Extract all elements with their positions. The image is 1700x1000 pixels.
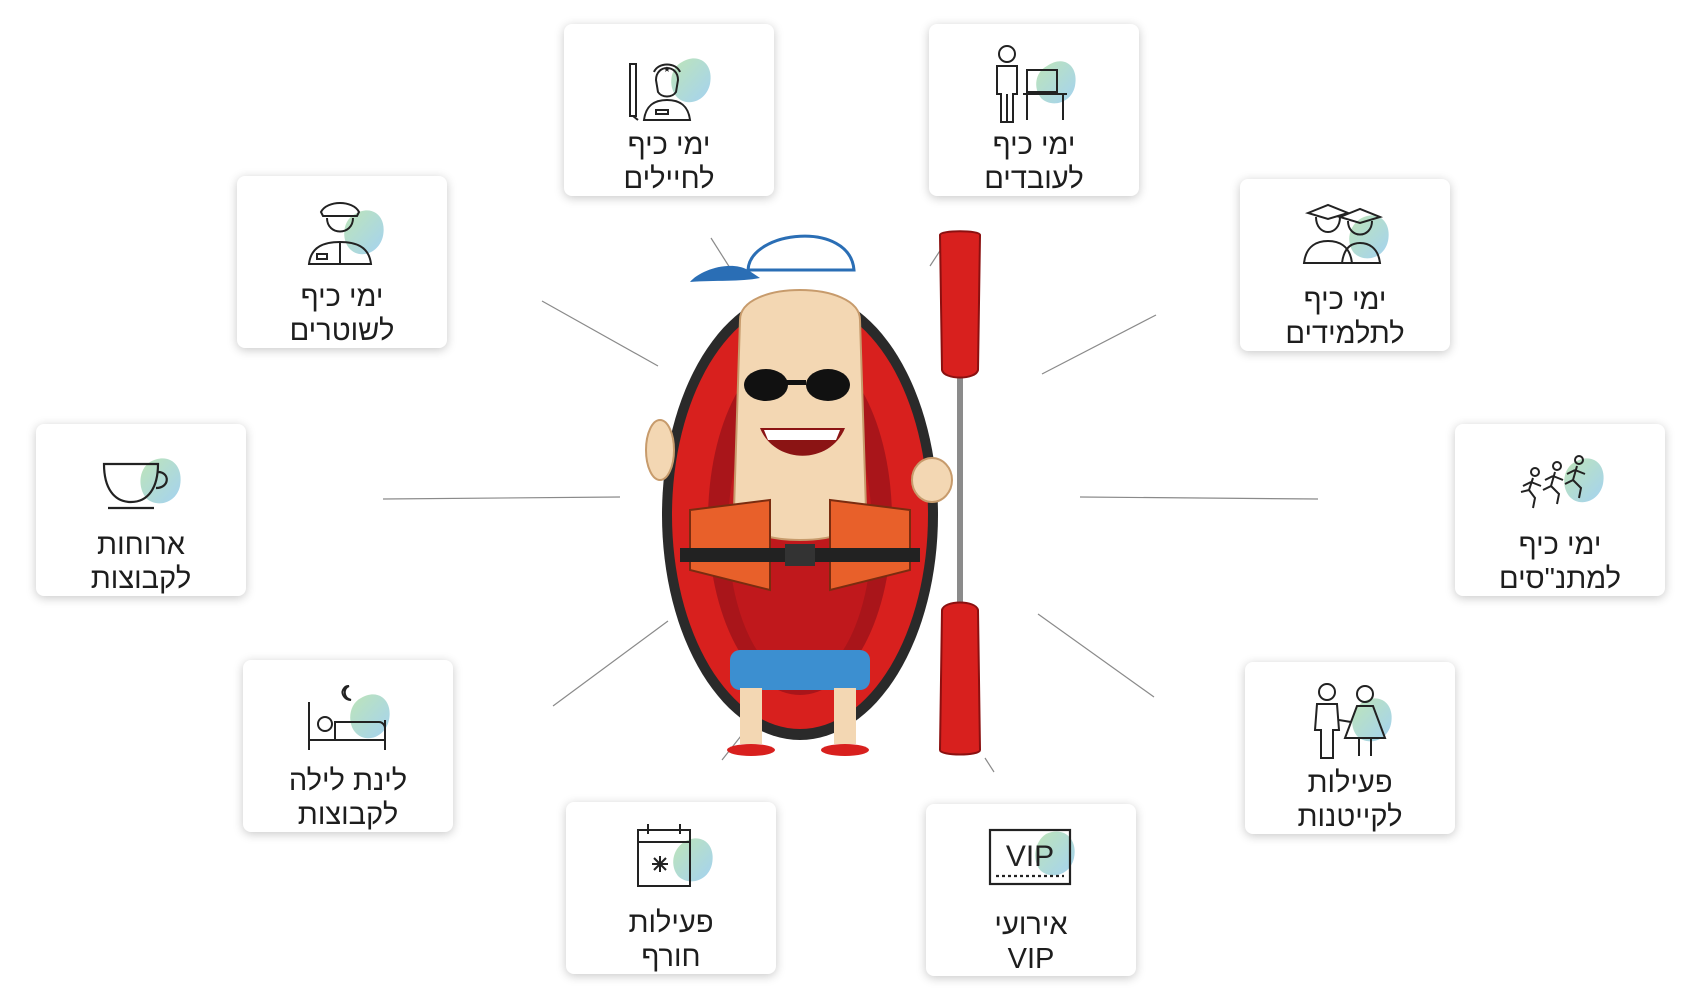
card-soldiers[interactable]: ★ ימי כיף לחיילים [564,24,774,196]
card-meals[interactable]: ארוחות לקבוצות [36,424,246,596]
card-workers-subtitle: לעובדים [984,163,1084,195]
card-camps-subtitle: לקייטנות [1297,801,1403,833]
card-camps[interactable]: פעילות לקייטנות [1245,662,1455,834]
card-meals-subtitle: לקבוצות [90,563,192,595]
card-soldiers-subtitle: לחיילים [623,163,715,195]
vip-ticket-icon: VIP [976,822,1086,902]
legs [727,650,870,756]
arms [645,419,953,503]
card-vip-subtitle: VIP [1007,943,1055,975]
police-officer-icon [287,194,397,274]
card-students-title: ימי כיף [1303,284,1387,316]
connector-overnight [552,620,669,707]
connector-students [1041,314,1157,375]
kayak-mascot [640,230,1040,770]
connector-meals [382,496,621,500]
card-overnight-subtitle: לקבוצות [297,799,399,831]
svg-text:★: ★ [663,65,670,74]
graduates-icon [1290,197,1400,277]
card-winter-title: פעילות [628,907,714,939]
card-police-title: ימי כיף [300,281,384,313]
card-workers[interactable]: ימי כיף לעובדים [929,24,1139,196]
connector-soldiers [710,237,731,269]
worker-desk-icon [979,42,1089,123]
card-meals-title: ארוחות [97,529,185,561]
children-icon [1295,680,1405,760]
card-students[interactable]: ימי כיף לתלמידים [1240,179,1450,351]
connector-camps [1037,613,1155,698]
card-vip[interactable]: VIP אירועי VIP [926,804,1136,976]
card-matnas[interactable]: ימי כיף למתנ"סים [1455,424,1665,596]
card-overnight-title: לינת לילה [288,765,408,797]
card-matnas-title: ימי כיף [1518,529,1602,561]
card-police[interactable]: ימי כיף לשוטרים [237,176,447,348]
card-winter[interactable]: פעילות חורף [566,802,776,974]
paddle [938,230,982,756]
life-vest [680,498,920,592]
card-soldiers-title: ימי כיף [627,129,711,161]
connector-police [541,300,659,367]
card-overnight[interactable]: לינת לילה לקבוצות [243,660,453,832]
card-workers-title: ימי כיף [992,129,1076,161]
connector-matnas [1079,496,1319,500]
cap [690,234,856,282]
svg-text:VIP: VIP [1006,840,1054,873]
connector-vip [984,757,995,773]
calendar-snowflake-icon [616,820,726,900]
card-vip-title: אירועי [994,909,1068,941]
card-camps-title: פעילות [1307,767,1393,799]
card-winter-subtitle: חורף [641,941,701,973]
kayak-mascot-icon [645,230,982,756]
card-matnas-subtitle: למתנ"סים [1499,563,1621,595]
runners-icon [1505,442,1615,522]
bed-moon-icon [293,678,403,758]
coffee-cup-icon [86,442,196,522]
soldier-icon: ★ [614,42,724,122]
card-students-subtitle: לתלמידים [1285,318,1405,350]
card-police-subtitle: לשוטרים [289,315,395,347]
